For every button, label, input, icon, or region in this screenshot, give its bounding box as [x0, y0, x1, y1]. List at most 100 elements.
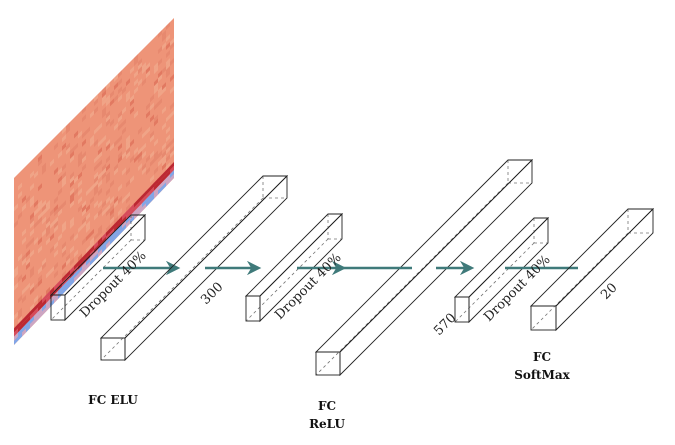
heatmap-cell — [14, 219, 18, 229]
heatmap-cell — [154, 150, 158, 159]
heatmap-cell — [142, 191, 146, 200]
heatmap-cell — [78, 204, 82, 213]
heatmap-cell — [150, 94, 154, 103]
heatmap-cell — [126, 179, 130, 188]
heatmap-cell — [106, 138, 110, 148]
heatmap-cell — [94, 171, 98, 180]
heatmap-cell — [62, 142, 66, 151]
heatmap-cell — [26, 324, 30, 333]
heatmap-cell — [54, 142, 58, 151]
heatmap-cell — [166, 42, 170, 51]
heatmap-cell — [106, 236, 110, 245]
heatmap-cell — [142, 195, 146, 204]
heatmap-cell — [158, 178, 162, 187]
heatmap-cell — [14, 265, 18, 275]
heatmap-cell — [42, 299, 46, 308]
heatmap-cell — [110, 118, 114, 127]
heatmap-cell — [118, 134, 122, 144]
heatmap-cell — [38, 295, 42, 304]
heatmap-cell — [38, 266, 42, 275]
heatmap-cell — [162, 142, 166, 151]
heatmap-cell — [90, 257, 94, 266]
heatmap-cell — [30, 220, 34, 229]
heatmap-cell — [106, 204, 110, 213]
heatmap-cell — [170, 74, 174, 83]
heatmap-cell — [90, 236, 94, 246]
heatmap-cell — [154, 186, 158, 195]
heatmap-cell — [170, 86, 174, 95]
heatmap-cell — [94, 253, 98, 262]
heatmap-cell — [22, 286, 26, 295]
heatmap-cell — [126, 147, 130, 156]
heatmap-cell — [18, 311, 22, 320]
heatmap-cell — [62, 163, 66, 172]
heatmap-cell — [78, 179, 82, 188]
heatmap-cell — [94, 200, 98, 209]
heatmap-cell — [86, 224, 90, 233]
heatmap-cell — [18, 332, 22, 341]
heatmap-cell — [126, 215, 130, 225]
heatmap-cell — [90, 183, 94, 193]
heatmap-cell — [70, 265, 74, 275]
heatmap-cell — [58, 187, 62, 196]
heatmap-cell — [70, 146, 74, 155]
heatmap-cell — [122, 126, 126, 135]
heatmap-cell — [146, 186, 150, 196]
heatmap-cell — [150, 102, 154, 111]
heatmap-cell — [54, 220, 58, 229]
heatmap-cell — [62, 261, 66, 271]
heatmap-cell — [94, 212, 98, 221]
heatmap-cell — [118, 114, 122, 123]
heatmap-cell — [54, 282, 58, 291]
heatmap-cell — [102, 167, 106, 176]
heatmap-cell — [70, 233, 74, 242]
heatmap-cell — [134, 211, 138, 220]
heatmap-cell — [162, 86, 166, 95]
heatmap-cell — [126, 94, 130, 103]
heatmap-cell — [150, 150, 154, 159]
heatmap-cell — [38, 237, 42, 246]
heatmap-cell — [26, 311, 30, 320]
heatmap-cell — [94, 106, 98, 115]
heatmap-cell — [166, 170, 170, 179]
heatmap-cell — [126, 195, 130, 204]
heatmap-cell — [62, 286, 66, 295]
heatmap-cell — [110, 143, 114, 152]
heatmap-cell — [142, 150, 146, 159]
heatmap-cell — [86, 204, 90, 213]
heatmap-cell — [34, 220, 38, 229]
heatmap-cell — [114, 163, 118, 172]
heatmap-cell — [118, 70, 122, 79]
heatmap-cell — [142, 130, 146, 139]
heatmap-cell — [94, 126, 98, 135]
heatmap-cell — [102, 240, 106, 250]
heatmap-cell — [94, 98, 98, 107]
heatmap-cell — [86, 232, 90, 242]
heatmap-cell — [98, 208, 102, 217]
heatmap-cell — [82, 253, 86, 262]
heatmap-cell — [158, 46, 162, 55]
heatmap-cell — [122, 167, 126, 176]
heatmap-cell — [146, 199, 150, 208]
heatmap-cell — [138, 207, 142, 216]
heatmap-cell — [166, 146, 170, 155]
heatmap-cell — [162, 170, 166, 179]
heatmap-cell — [130, 66, 134, 75]
heatmap-cell — [158, 90, 162, 99]
heatmap-cell — [102, 86, 106, 95]
heatmap-cell — [26, 319, 30, 329]
heatmap-cell — [26, 261, 30, 271]
heatmap-cell — [126, 142, 130, 152]
caption-fc-softmax-line1: FC — [533, 350, 551, 364]
heatmap-cell — [118, 94, 122, 103]
caption-fc-relu-line1: FC — [318, 399, 336, 413]
heatmap-cell — [154, 114, 158, 123]
heatmap-cell — [162, 34, 166, 43]
heatmap-cell — [22, 324, 26, 333]
heatmap-cell — [82, 163, 86, 172]
heatmap-cell — [126, 78, 130, 87]
heatmap-cell — [94, 155, 98, 164]
heatmap-cell — [102, 208, 106, 217]
heatmap-cell — [26, 282, 30, 291]
heatmap-cell — [74, 233, 78, 242]
